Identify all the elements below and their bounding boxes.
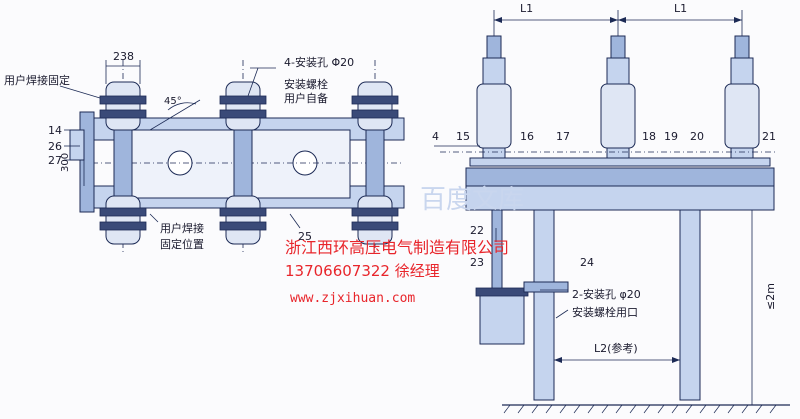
plan-pole-3: [351, 81, 399, 245]
leader-weld-fix: [59, 85, 101, 99]
part-25: 25: [298, 230, 312, 243]
dim-l1-right-text: L1: [674, 2, 687, 15]
elevation-view: [434, 10, 790, 414]
part-16: 16: [520, 130, 534, 143]
part-23: 23: [470, 256, 484, 269]
part-17: 17: [556, 130, 570, 143]
label-bolt-port: 安装螺栓用口: [572, 305, 638, 319]
watermark-company: 浙江西环高压电气制造有限公司: [285, 238, 509, 257]
part-14: 14: [48, 124, 62, 137]
part-27: 27: [48, 154, 62, 167]
part-4: 4: [432, 130, 439, 143]
plan-end-bracket: [79, 111, 95, 213]
leader-weld-pos: [149, 213, 159, 223]
plan-pole-2: [219, 81, 267, 245]
elev-blade: [469, 157, 771, 167]
label-mount-bolt: 安装螺栓: [284, 77, 328, 91]
elev-frame-beam: [465, 167, 775, 187]
watermark-ghost: 百度文库: [420, 185, 524, 215]
plan-view: [59, 60, 405, 255]
angle-text: 45°: [164, 96, 182, 107]
elev-post-left: [533, 209, 555, 401]
dim-l1-left-text: L1: [520, 2, 533, 15]
elev-base-channel: [465, 185, 775, 211]
part-18: 18: [642, 130, 656, 143]
dim-height-text: ≤2m: [764, 283, 777, 310]
plan-pole-1: [99, 81, 147, 245]
label-mount-hole-4: 4-安装孔 Φ20: [284, 55, 354, 69]
part-26: 26: [48, 140, 62, 153]
label-fix-position: 固定位置: [160, 237, 204, 251]
label-user-weld-fix: 用户焊接固定: [4, 73, 70, 87]
part-19: 19: [664, 130, 678, 143]
part-24: 24: [580, 256, 594, 269]
elev-insulator-3: [724, 35, 760, 167]
watermark-phone: 13706607322 徐经理: [285, 262, 440, 280]
dim-238-text: 238: [113, 50, 134, 63]
elev-post-right: [679, 209, 701, 401]
part-22: 22: [470, 224, 484, 237]
label-user-supply: 用户自备: [284, 91, 328, 105]
label-user-weld: 用户焊接: [160, 221, 204, 235]
elev-mechanism-box: [479, 291, 525, 345]
dim-l2-text: L2(参考): [594, 341, 638, 355]
watermark-url: www.zjxihuan.com: [290, 291, 415, 306]
part-20: 20: [690, 130, 704, 143]
elev-insulator-1: [476, 35, 512, 167]
dim-300-text: 300: [60, 153, 71, 172]
part-21: 21: [762, 130, 776, 143]
elev-insulator-2: [600, 35, 636, 167]
label-mount-hole-2: 2-安装孔 φ20: [572, 287, 641, 301]
elev-mechanism-bracket: [523, 281, 569, 293]
leader-25: [289, 213, 301, 229]
plan-handle: [69, 129, 85, 161]
ground-hatch: [503, 404, 777, 414]
part-15: 15: [456, 130, 470, 143]
